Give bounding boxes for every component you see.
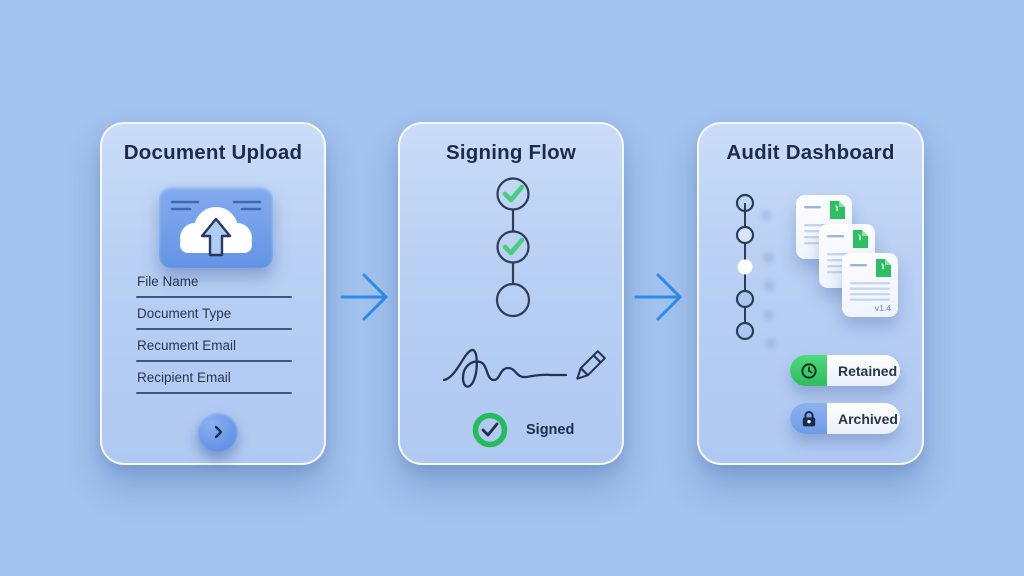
check-icon [502, 184, 525, 203]
signature-area[interactable] [438, 336, 618, 403]
cloud-upload-icon [159, 186, 273, 268]
green-file-icon [853, 230, 868, 248]
panel-lines-icon [170, 200, 262, 211]
retained-badge[interactable]: Retained [790, 355, 900, 386]
audit-dashboard-card: Audit Dashboard [697, 122, 924, 465]
timeline-shadow-dot [765, 338, 776, 349]
field-label: File Name [137, 274, 199, 289]
step-2-complete-icon [496, 230, 530, 264]
timeline-dot-active [737, 259, 753, 275]
up-arrow-icon [200, 217, 232, 257]
signing-flow-card: Signing Flow [398, 122, 624, 465]
archived-label: Archived [838, 410, 898, 427]
signed-label: Signed [526, 422, 575, 438]
card-title: Signing Flow [446, 141, 576, 164]
version-label: v1.4 [874, 303, 891, 313]
archived-icon-zone [790, 403, 827, 434]
retained-icon-zone [790, 355, 827, 386]
timeline-shadow-dot [761, 210, 772, 221]
green-file-icon [830, 201, 845, 219]
step-1-complete-icon [496, 177, 530, 211]
flow-arrow-icon [634, 273, 683, 321]
field-label: Recument Email [137, 338, 237, 353]
timeline-shadow-dot [763, 252, 774, 263]
timeline-shadow-dot [764, 280, 775, 291]
signature-scribble-icon [442, 348, 568, 388]
archived-badge[interactable]: Archived [790, 403, 900, 434]
flow-arrow-icon [340, 273, 389, 321]
card-title: Audit Dashboard [726, 141, 895, 164]
audit-timeline-icon [733, 192, 763, 349]
timeline-dot [735, 321, 755, 341]
signing-stepper [483, 176, 543, 327]
card-title: Document Upload [123, 141, 303, 164]
clock-icon [800, 362, 817, 379]
timeline-dot [735, 225, 755, 245]
field-label: Recipient Email [137, 370, 231, 385]
document-upload-card: Document Upload File Name [100, 122, 326, 465]
green-file-icon [876, 259, 891, 277]
lock-icon [802, 410, 815, 426]
step-3-pending-icon [495, 282, 531, 318]
recipient-email-field[interactable]: Recipient Email [136, 362, 292, 394]
check-icon [502, 237, 525, 256]
file-name-field[interactable]: File Name [136, 266, 292, 298]
pen-icon [576, 350, 606, 380]
timeline-dot [735, 193, 755, 213]
field-label: Document Type [137, 306, 232, 321]
check-ring-icon [472, 412, 508, 448]
upload-form: File Name Document Type Recument Email R… [136, 266, 292, 394]
document-type-field[interactable]: Document Type [136, 298, 292, 330]
timeline-shadow-dot [763, 310, 774, 321]
signed-status: Signed [470, 410, 574, 450]
retained-label: Retained [838, 362, 898, 379]
recument-email-field[interactable]: Recument Email [136, 330, 292, 362]
version-document-front: v1.4 [842, 253, 898, 317]
next-button[interactable] [197, 411, 238, 452]
chevron-right-icon [214, 425, 222, 438]
timeline-dot [735, 289, 755, 309]
